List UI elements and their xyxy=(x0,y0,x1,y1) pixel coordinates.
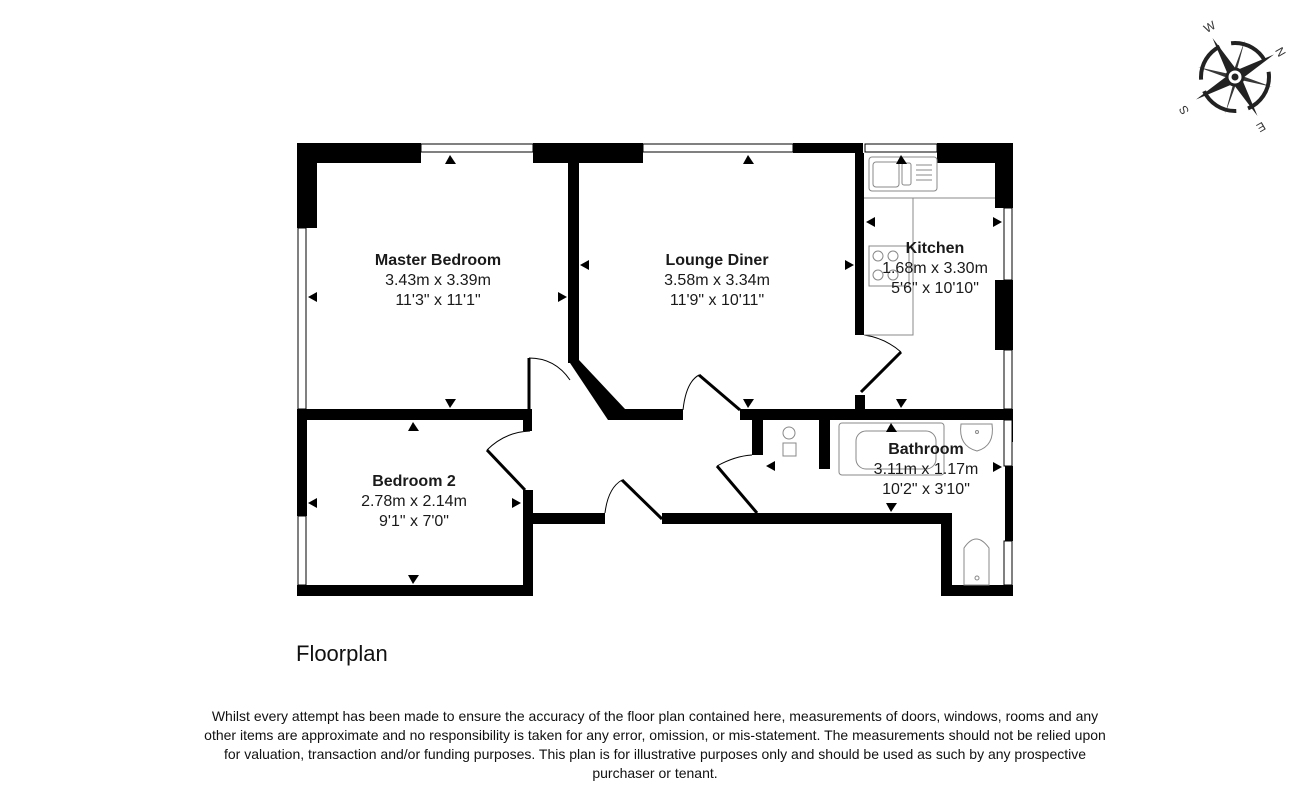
room-metric: 3.11m x 1.17m xyxy=(873,461,979,478)
room-imperial: 11'3" x 11'1" xyxy=(395,292,481,309)
room-name: Kitchen xyxy=(905,240,965,257)
toilet-icon xyxy=(963,538,990,586)
window xyxy=(1003,349,1013,410)
hob-icon xyxy=(868,245,910,287)
room-bedroom-2: Bedroom 2 2.78m x 2.14m 9'1" x 7'0" xyxy=(334,472,494,532)
windows xyxy=(297,143,1013,586)
bath-icon xyxy=(838,422,945,476)
walls xyxy=(297,143,1013,596)
disclaimer-text: Whilst every attempt has been made to en… xyxy=(204,708,1106,781)
kitchen-sink-icon xyxy=(868,156,938,192)
window xyxy=(297,515,307,586)
room-lounge-diner: Lounge Diner 3.58m x 3.34m 11'9" x 10'11… xyxy=(617,251,817,311)
room-name: Bedroom 2 xyxy=(372,473,456,490)
doors xyxy=(485,334,903,521)
room-kitchen: Kitchen 1.68m x 3.30m 5'6" x 10'10" xyxy=(870,239,1000,299)
room-name: Lounge Diner xyxy=(665,252,769,269)
compass-graphic xyxy=(1196,38,1274,116)
room-metric: 3.58m x 3.34m xyxy=(664,272,770,289)
room-metric: 2.78m x 2.14m xyxy=(361,493,467,510)
room-name: Bathroom xyxy=(888,441,964,458)
boiler-icon xyxy=(782,442,797,457)
window xyxy=(1003,419,1013,467)
compass-rose-icon: W N S E xyxy=(1176,18,1290,135)
room-name: Master Bedroom xyxy=(374,252,502,269)
plan-title: Floorplan xyxy=(296,641,388,666)
room-imperial: 9'1" x 7'0" xyxy=(379,513,449,530)
room-master-bedroom: Master Bedroom 3.43m x 3.39m 11'3" x 11'… xyxy=(338,251,538,311)
basin-icon xyxy=(960,423,993,452)
window xyxy=(864,143,938,153)
fixtures xyxy=(782,156,995,586)
window xyxy=(297,227,307,410)
kitchen-worktop xyxy=(864,197,995,336)
window xyxy=(642,143,794,153)
window xyxy=(420,143,534,153)
room-metric: 1.68m x 3.30m xyxy=(882,260,988,277)
window xyxy=(1003,540,1013,586)
room-imperial: 10'2" x 3'10" xyxy=(882,481,970,498)
room-imperial: 5'6" x 10'10" xyxy=(891,280,979,297)
room-bathroom: Bathroom 3.11m x 1.17m 10'2" x 3'10" xyxy=(856,440,996,500)
room-imperial: 11'9" x 10'11" xyxy=(669,292,765,309)
dimension-arrows xyxy=(308,155,1002,584)
room-metric: 3.43m x 3.39m xyxy=(385,272,491,289)
window xyxy=(1003,207,1013,281)
